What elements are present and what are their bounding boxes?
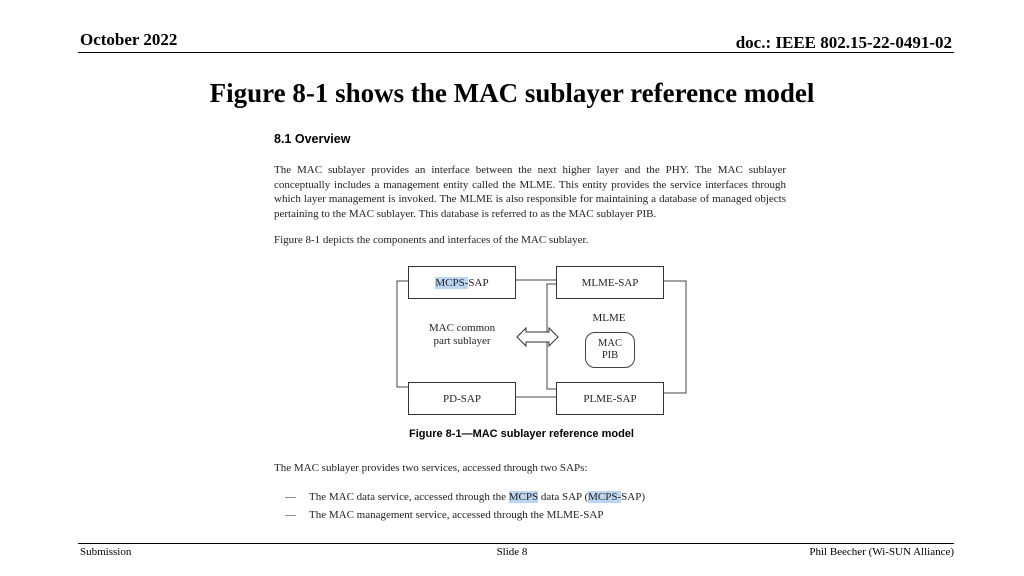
mac-common-line-2: part sublayer: [433, 335, 491, 347]
mac-reference-diagram: MCPS-SAP MLME-SAP MAC common part sublay…: [395, 264, 695, 420]
bullet-text-pre: The MAC data service, accessed through t…: [309, 491, 509, 503]
mac-common-part-label: MAC common part sublayer: [419, 322, 505, 348]
section-heading: 8.1 Overview: [274, 132, 351, 146]
slide-title: Figure 8-1 shows the MAC sublayer refere…: [209, 78, 815, 108]
header-rule: [78, 52, 954, 53]
mlme-sap-box: MLME-SAP: [556, 266, 664, 299]
figure-reference-paragraph: Figure 8-1 depicts the components and in…: [274, 234, 589, 246]
highlight-mcps-sap: MCPS-: [588, 491, 622, 503]
highlight-mcps: MCPS: [508, 491, 539, 503]
right-frame-line: [662, 280, 687, 394]
mac-common-line-1: MAC common: [428, 322, 496, 334]
mlme-label: MLME: [592, 312, 626, 324]
mcps-sap-highlighted-part: MCPS-: [435, 276, 469, 289]
footer-submission: Submission: [80, 546, 132, 558]
services-paragraph: The MAC sublayer provides two services, …: [274, 462, 588, 474]
pd-sap-box: PD-SAP: [408, 382, 516, 415]
pib-line-1: MAC: [598, 338, 622, 349]
header-doc-id: doc.: IEEE 802.15-22-0491-02: [735, 33, 952, 52]
mcps-sap-rest: SAP: [468, 276, 489, 289]
bullet-dash: —: [285, 509, 296, 521]
header-date: October 2022: [80, 30, 178, 49]
bullet-text: The MAC management service, accessed thr…: [309, 509, 604, 521]
bullet-text-mid: data SAP (: [538, 491, 589, 503]
overview-paragraph: The MAC sublayer provides an interface b…: [274, 164, 786, 220]
bullet-management-service: — The MAC management service, accessed th…: [285, 509, 603, 521]
mcps-sap-box: MCPS-SAP: [408, 266, 516, 299]
pib-line-2: PIB: [601, 350, 619, 361]
double-arrow-icon: [516, 326, 559, 348]
figure-caption: Figure 8-1—MAC sublayer reference model: [409, 428, 634, 440]
mac-pib-box: MAC PIB: [585, 332, 635, 368]
bullet-dash: —: [285, 491, 296, 503]
footer-rule: [78, 543, 954, 544]
plme-sap-box: PLME-SAP: [556, 382, 664, 415]
footer-slide-number: Slide 8: [496, 546, 528, 558]
bullet-data-service: — The MAC data service, accessed through …: [285, 491, 645, 503]
footer-author: Phil Beecher (Wi-SUN Alliance): [809, 546, 954, 558]
bullet-text-post: SAP): [621, 491, 646, 503]
left-frame-line: [396, 280, 408, 388]
